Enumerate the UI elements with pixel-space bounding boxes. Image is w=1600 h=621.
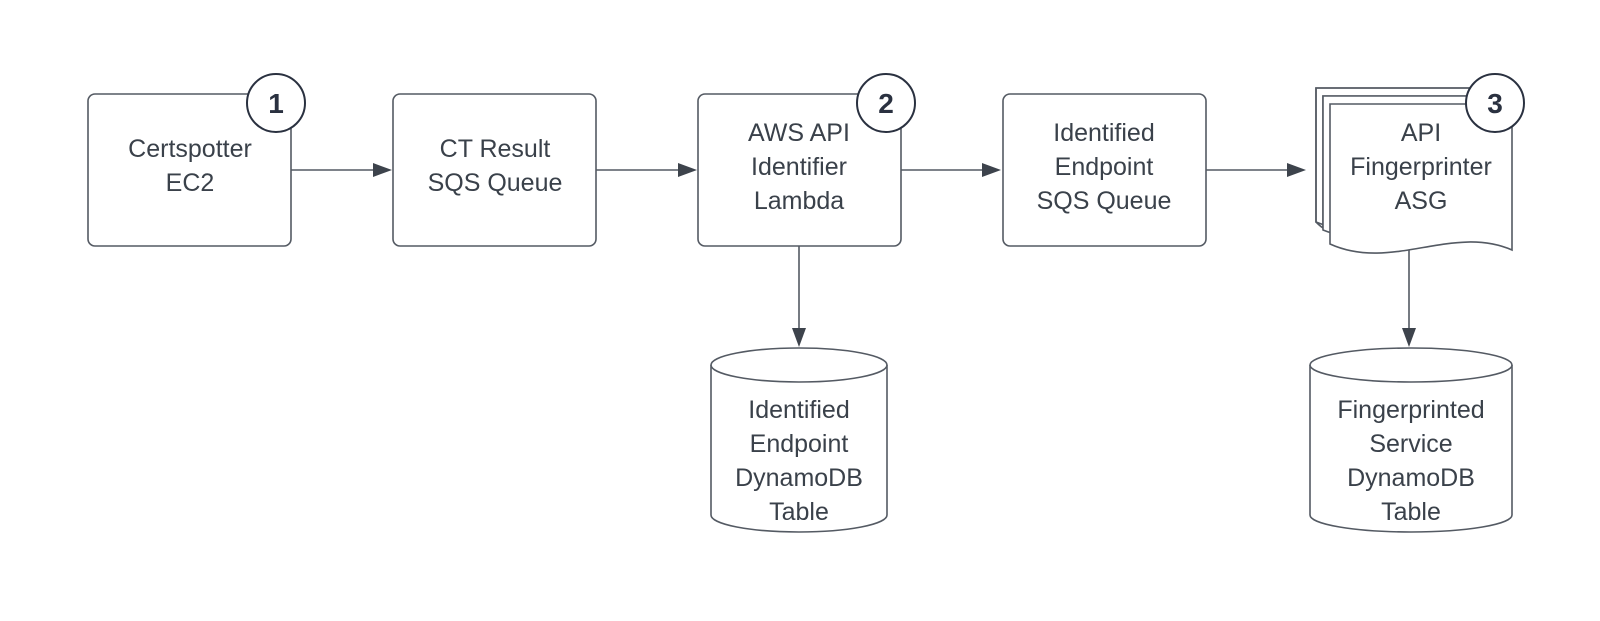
badge-2-circle xyxy=(856,73,916,133)
fingerprint-table-cylinder-top xyxy=(1309,347,1513,383)
step-badge-3: 3 xyxy=(1465,73,1525,133)
node-api-fingerprinter-asg[interactable]: API Fingerprinter ASG xyxy=(1315,87,1513,254)
node-ct-result-sqs-queue[interactable]: CT Result SQS Queue xyxy=(392,93,597,247)
fingerprint-table-label-line-2: Service xyxy=(1369,430,1452,458)
edge-asg-to-fingerprint-table xyxy=(1402,245,1416,347)
identifier-lambda-label-line-3: Lambda xyxy=(754,187,844,215)
asg-front-document xyxy=(1329,103,1513,254)
node-aws-api-identifier-lambda[interactable]: AWS API Identifier Lambda xyxy=(697,93,902,247)
node-identified-endpoint-sqs-queue[interactable]: Identified Endpoint SQS Queue xyxy=(1002,93,1207,247)
endpoint-table-label-line-2: Endpoint xyxy=(750,430,849,458)
certspotter-label-line-2: EC2 xyxy=(166,169,215,197)
node-fingerprinted-service-dynamodb-table[interactable]: Fingerprinted Service DynamoDB Table xyxy=(1309,347,1513,533)
node-certspotter-ec2[interactable]: Certspotter EC2 xyxy=(87,93,292,247)
step-badge-1: 1 xyxy=(246,73,306,133)
certspotter-box xyxy=(87,93,292,247)
badge-2-number: 2 xyxy=(878,88,894,119)
endpoint-queue-label-line-2: Endpoint xyxy=(1055,153,1154,181)
endpoint-queue-label-line-3: SQS Queue xyxy=(1037,187,1172,215)
asg-label-line-1: API xyxy=(1401,119,1441,147)
identifier-lambda-label-line-2: Identifier xyxy=(751,153,847,181)
identifier-lambda-label-line-1: AWS API xyxy=(748,119,850,147)
node-identified-endpoint-dynamodb-table[interactable]: Identified Endpoint DynamoDB Table xyxy=(710,347,888,533)
endpoint-table-label-line-1: Identified xyxy=(748,396,849,424)
endpoint-queue-box xyxy=(1002,93,1207,247)
badge-1-circle xyxy=(246,73,306,133)
badge-3-number: 3 xyxy=(1487,88,1503,119)
identifier-lambda-box xyxy=(697,93,902,247)
badge-3-circle xyxy=(1465,73,1525,133)
edge-certspotter-to-ct-queue xyxy=(291,163,392,177)
endpoint-table-cylinder-top xyxy=(710,347,888,383)
step-badge-2: 2 xyxy=(856,73,916,133)
edge-ct-queue-to-lambda xyxy=(596,163,697,177)
fingerprint-table-cylinder-body xyxy=(1309,365,1513,533)
edge-lambda-to-endpoint-queue xyxy=(901,163,1001,177)
endpoint-table-cylinder-body xyxy=(710,365,888,533)
edges xyxy=(291,163,1416,347)
certspotter-label-line-1: Certspotter xyxy=(128,135,252,163)
endpoint-queue-label-line-1: Identified xyxy=(1053,119,1154,147)
badge-1-number: 1 xyxy=(268,88,284,119)
fingerprint-table-label-line-4: Table xyxy=(1381,498,1441,526)
fingerprint-table-label-line-1: Fingerprinted xyxy=(1337,396,1484,424)
fingerprint-table-label-line-3: DynamoDB xyxy=(1347,464,1475,492)
edge-endpoint-queue-to-asg xyxy=(1206,163,1306,177)
ct-result-queue-label-line-1: CT Result xyxy=(440,135,551,163)
ct-result-queue-label-line-2: SQS Queue xyxy=(428,169,563,197)
endpoint-table-label-line-4: Table xyxy=(769,498,829,526)
edge-lambda-to-endpoint-table xyxy=(792,246,806,347)
endpoint-table-label-line-3: DynamoDB xyxy=(735,464,863,492)
ct-result-queue-box xyxy=(392,93,597,247)
asg-label-line-3: ASG xyxy=(1395,187,1448,215)
asg-label-line-2: Fingerprinter xyxy=(1350,153,1492,181)
